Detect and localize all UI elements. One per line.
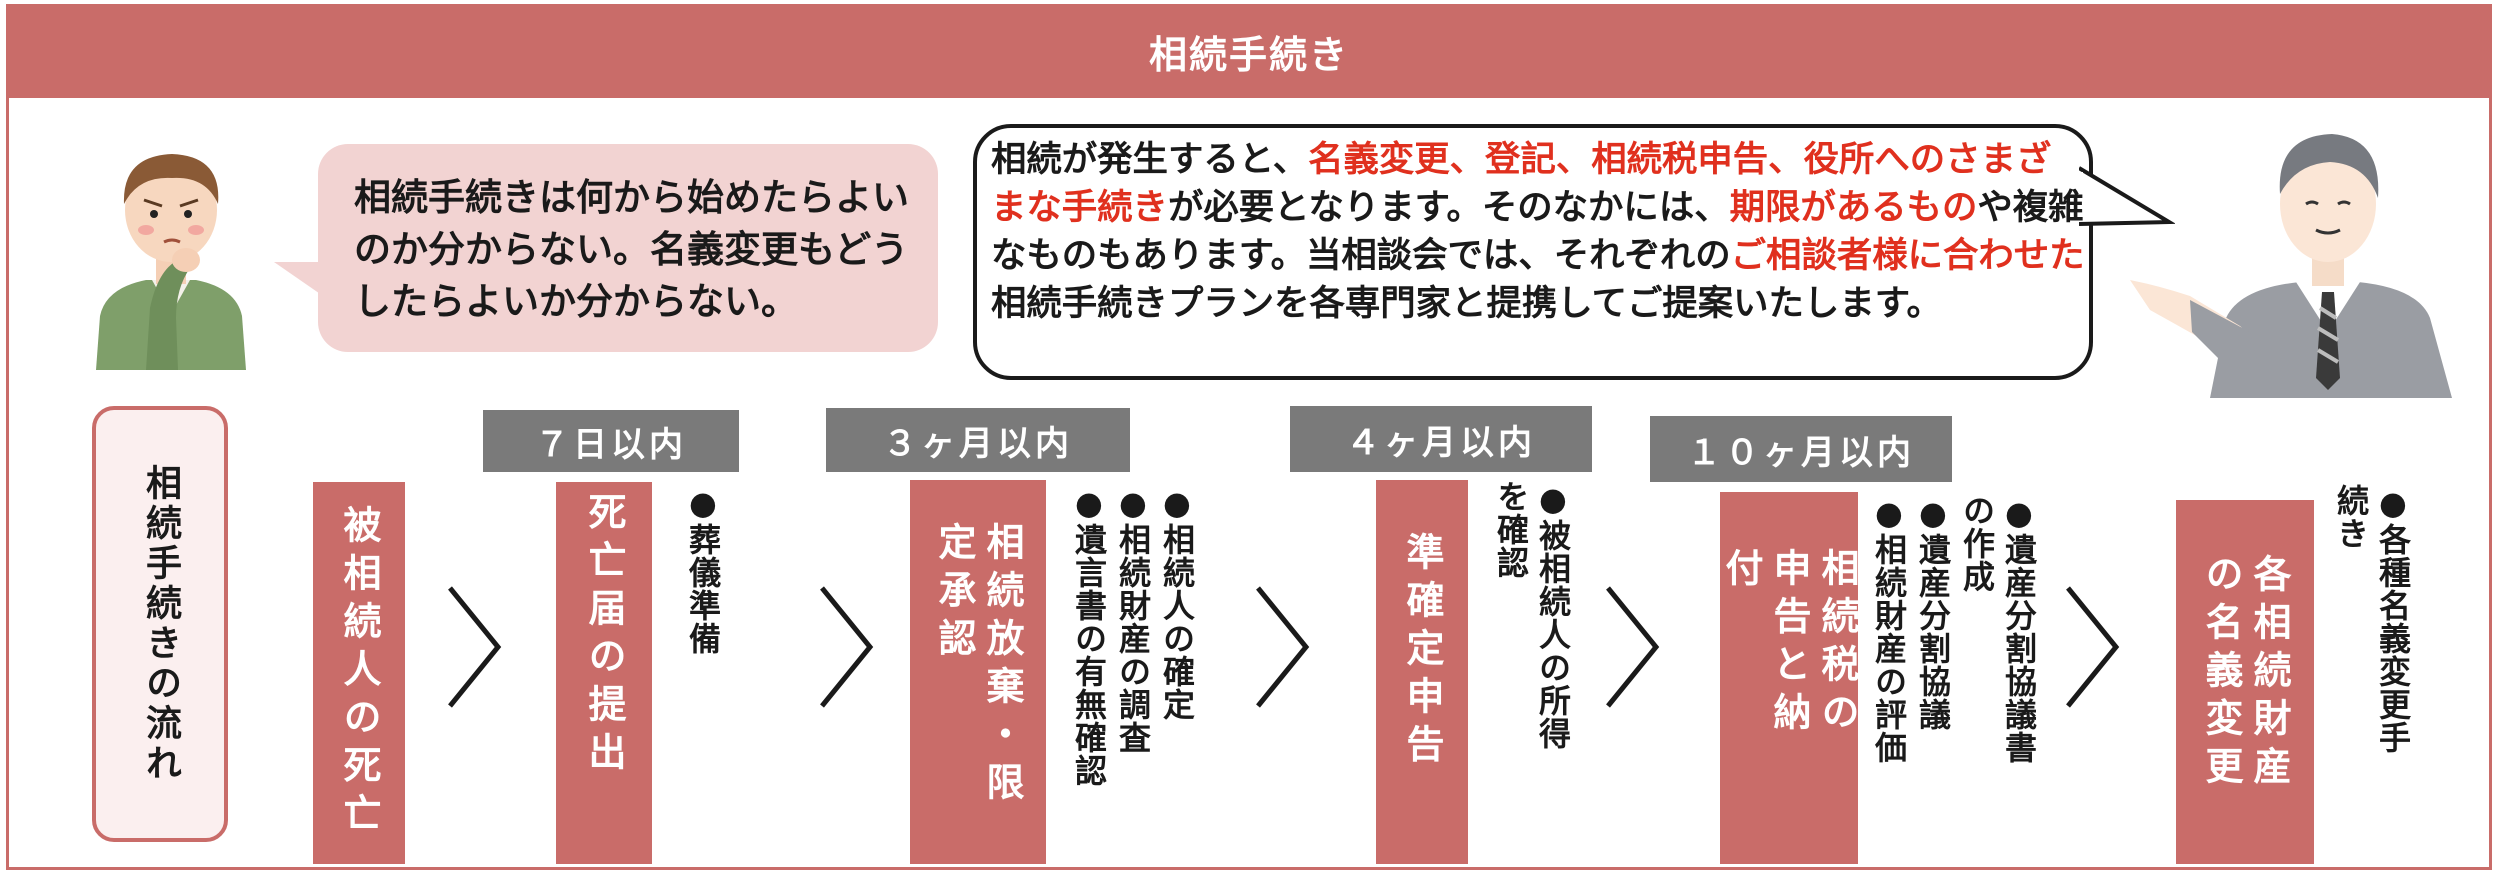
step-6-box: 各相続財産の名義変更 — [2176, 500, 2314, 864]
step-5-note-1: ●遺産分割協議書の作成 — [1958, 494, 2038, 764]
answer-seg-5: ご相談者様に合わせた — [1730, 235, 2085, 276]
chevron-right-icon — [1256, 586, 1310, 708]
answer-seg-6: 相続手続きプランを各専門家と提携してご提案いたします。 — [991, 283, 1942, 324]
step-2-note-1: ●葬儀準備 — [684, 484, 722, 655]
answer-seg-4: や複雑なものもあります。当相談会では、それぞれの — [991, 187, 2084, 276]
step-3-label: 相続放棄・限定承認 — [932, 522, 1024, 810]
step-3-note-2: ●相続財産の調査 — [1114, 484, 1152, 754]
step-3-notes: ●相続人の確定 ●相続財産の調査 ●遺言書の有無確認 — [1068, 484, 1198, 854]
step-2-notes: ●葬儀準備 — [682, 484, 724, 844]
step-5-note-3: ●相続財産の評価 — [1870, 494, 1908, 764]
question-bubble: 相続手続きは何から始めたらよいのか分からない。名義変更もどうしたらよいか分からな… — [274, 144, 938, 352]
answer-seg-2: が必要となります。そのなかには、 — [1167, 187, 1730, 228]
step-2-box: 死亡届の提出 — [556, 482, 652, 864]
step-3-note-3: ●遺言書の有無確認 — [1070, 484, 1108, 787]
question-text: 相続手続きは何から始めたらよいのか分からない。名義変更もどうしたらよいか分からな… — [354, 176, 909, 323]
bubble-tail — [274, 262, 326, 298]
step-3-box: 相続放棄・限定承認 — [910, 480, 1046, 864]
worried-man-icon — [86, 138, 256, 370]
step-5-note-2: ●遺産分割協議 — [1914, 494, 1952, 731]
answer-seg-1: 名義変更、登記、相続税申告、役所へのさまざまな手続き — [991, 139, 2052, 228]
step-1-label: 被相続人の死亡 — [337, 505, 381, 841]
answer-text: 相続が発生すると、名義変更、登記、相続税申告、役所へのさまざまな手続きが必要とな… — [991, 136, 2086, 328]
step-2-deadline: ７日以内 — [483, 410, 739, 472]
chevron-right-icon — [2066, 586, 2120, 708]
answer-seg-0: 相続が発生すると、 — [991, 139, 1309, 180]
step-6-label: 各相続財産の名義変更 — [2199, 554, 2291, 794]
step-6-notes: ●各種名義変更手続き — [2330, 484, 2414, 784]
step-1-box: 被相続人の死亡 — [313, 482, 405, 864]
step-3-deadline: ３ヶ月以内 — [826, 408, 1130, 472]
step-4-notes: ●被相続人の所得を確認 — [1490, 480, 1574, 780]
chevron-right-icon — [1606, 586, 1660, 708]
answer-seg-3: 期限があるもの — [1729, 187, 1978, 228]
step-5-deadline: １０ヶ月以内 — [1650, 416, 1952, 482]
flow-label: 相続手続きの流れ — [140, 464, 181, 784]
step-3-note-1: ●相続人の確定 — [1158, 484, 1196, 721]
answer-bubble: 相続が発生すると、名義変更、登記、相続税申告、役所へのさまざまな手続きが必要とな… — [973, 124, 2175, 380]
step-4-box: 準確定申告 — [1376, 480, 1468, 864]
businessman-icon — [2130, 118, 2480, 398]
step-4-deadline: ４ヶ月以内 — [1290, 406, 1592, 472]
step-4-label: 準確定申告 — [1400, 532, 1444, 772]
step-6-note-1: ●各種名義変更手続き — [2332, 484, 2412, 754]
page-title: 相続手続き — [6, 4, 2492, 98]
step-4-note-1: ●被相続人の所得を確認 — [1492, 480, 1572, 750]
step-5-label: 相続税の申告と納付 — [1719, 548, 1859, 740]
step-5-box: 相続税の申告と納付 — [1719, 492, 1859, 864]
step-5-notes: ●遺産分割協議書の作成 ●遺産分割協議 ●相続財産の評価 — [1868, 494, 2040, 834]
chevron-right-icon — [448, 586, 502, 708]
step-2-label: 死亡届の提出 — [582, 492, 626, 780]
chevron-right-icon — [820, 586, 874, 708]
flow-label-box: 相続手続きの流れ — [92, 406, 228, 842]
bubble-tail — [2079, 166, 2175, 226]
